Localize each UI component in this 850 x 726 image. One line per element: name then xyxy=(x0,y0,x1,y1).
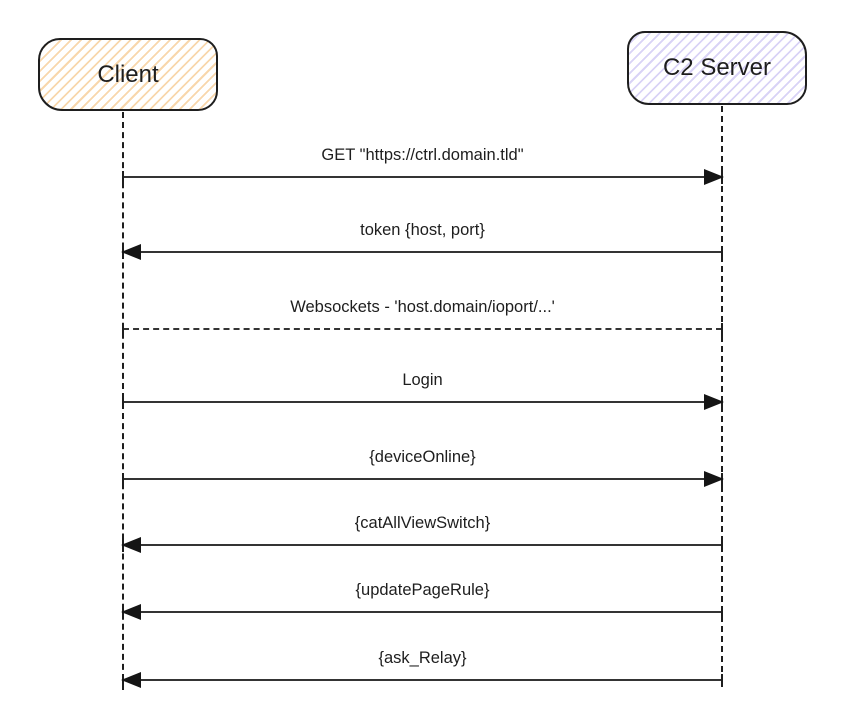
message-label: {catAllViewSwitch} xyxy=(354,514,491,532)
message-row: token {host, port} xyxy=(121,219,723,260)
arrowhead-right-icon xyxy=(704,471,724,487)
arrowhead-right-icon xyxy=(704,169,724,185)
message-label: Websockets - 'host.domain/ioport/...' xyxy=(290,298,555,316)
actor-box-c2-server: C2 Server xyxy=(627,31,807,105)
line-end-tick xyxy=(122,170,124,184)
message-line xyxy=(123,251,722,253)
line-end-tick xyxy=(721,673,723,687)
actor-label-client: Client xyxy=(97,60,159,88)
message-row: Login xyxy=(122,369,724,410)
message-row: {deviceOnline} xyxy=(122,446,724,487)
line-end-tick xyxy=(122,472,124,486)
message-line xyxy=(123,478,722,480)
message-label: {deviceOnline} xyxy=(369,448,476,466)
message-line xyxy=(123,328,722,330)
line-end-tick xyxy=(122,395,124,409)
message-line xyxy=(123,611,722,613)
message-line xyxy=(123,401,722,403)
arrowhead-left-icon xyxy=(121,537,141,553)
message-row: Websockets - 'host.domain/ioport/...' xyxy=(122,296,723,336)
message-row: {ask_Relay} xyxy=(121,647,723,688)
message-line xyxy=(123,544,722,546)
message-label: {updatePageRule} xyxy=(355,581,490,599)
arrowhead-left-icon xyxy=(121,672,141,688)
actor-label-c2-server: C2 Server xyxy=(662,54,772,81)
line-end-tick xyxy=(721,605,723,619)
line-end-tick xyxy=(122,322,124,336)
line-end-tick xyxy=(721,322,723,336)
arrowhead-right-icon xyxy=(704,394,724,410)
arrowhead-left-icon xyxy=(121,244,141,260)
message-line xyxy=(123,679,722,681)
message-row: {catAllViewSwitch} xyxy=(121,512,723,553)
message-label: Login xyxy=(402,371,443,389)
arrowhead-left-icon xyxy=(121,604,141,620)
message-row: GET "https://ctrl.domain.tld" xyxy=(122,144,724,185)
actor-box-client: Client xyxy=(38,38,218,111)
message-row: {updatePageRule} xyxy=(121,579,723,620)
line-end-tick xyxy=(721,538,723,552)
message-label: GET "https://ctrl.domain.tld" xyxy=(321,146,524,164)
message-label: token {host, port} xyxy=(360,221,485,239)
message-line xyxy=(123,176,722,178)
message-label: {ask_Relay} xyxy=(378,649,467,667)
line-end-tick xyxy=(721,245,723,259)
